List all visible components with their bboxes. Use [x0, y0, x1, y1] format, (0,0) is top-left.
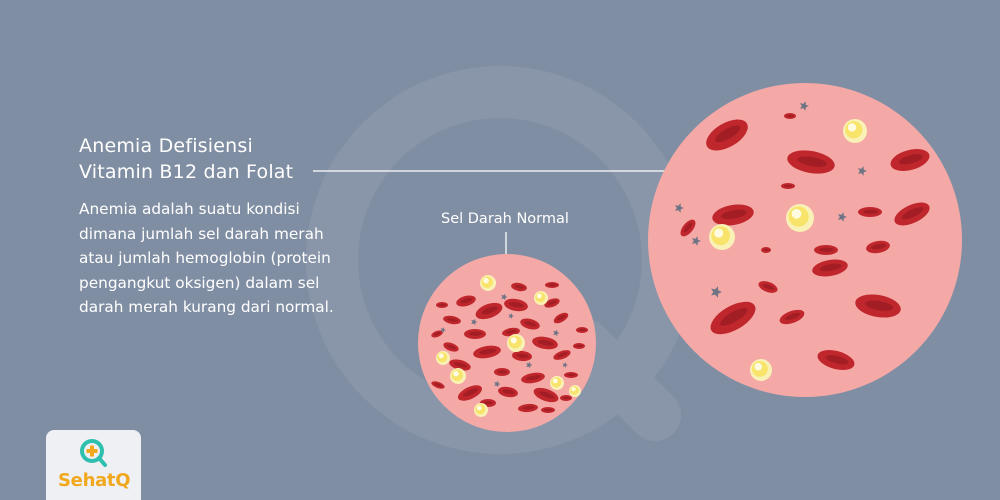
heading: Anemia Defisiensi Vitamin B12 dan Folat [79, 133, 293, 185]
brand-logo: SehatQ [46, 430, 141, 500]
red-blood-cell [894, 202, 930, 226]
red-blood-cell [533, 387, 559, 403]
red-blood-cell [781, 183, 795, 189]
platelet [501, 293, 508, 301]
platelet [675, 203, 684, 213]
white-blood-cell [709, 224, 735, 250]
heading-line-2: Vitamin B12 dan Folat [79, 161, 294, 183]
logo-text: SehatQ [58, 470, 131, 491]
red-blood-cell [544, 298, 560, 308]
red-blood-cell [545, 282, 559, 288]
red-blood-cell [512, 350, 532, 362]
red-blood-cell [475, 302, 503, 320]
red-blood-cell [817, 350, 855, 370]
red-blood-cell [712, 204, 754, 226]
red-blood-cell [431, 381, 445, 389]
red-blood-cell [560, 395, 572, 401]
red-blood-cell [855, 294, 901, 318]
platelet [494, 380, 501, 388]
red-blood-cell [680, 219, 696, 237]
red-blood-cell [784, 113, 796, 119]
red-blood-cell [706, 119, 748, 151]
red-blood-cell [866, 240, 890, 254]
red-blood-cell [443, 342, 459, 352]
platelet [858, 166, 867, 176]
red-blood-cell [576, 327, 588, 333]
white-blood-cell [843, 119, 867, 143]
white-blood-cell [474, 403, 488, 417]
red-blood-cell [504, 298, 528, 312]
normal-cell-label: Sel Darah Normal [441, 211, 569, 227]
red-blood-cell [779, 309, 805, 325]
platelet [838, 212, 847, 222]
heading-line-1: Anemia Defisiensi [79, 135, 253, 157]
platelet [471, 318, 478, 326]
red-blood-cell [518, 403, 538, 413]
platelet [562, 362, 568, 368]
platelet [711, 286, 722, 298]
white-blood-cell [534, 291, 548, 305]
magnifier-plus-icon [80, 439, 107, 467]
white-blood-cell [786, 204, 814, 232]
red-blood-cell [456, 295, 476, 307]
white-blood-cell [450, 368, 466, 384]
red-blood-cell [541, 407, 555, 413]
white-blood-cell [550, 376, 564, 390]
platelet [800, 101, 809, 111]
red-blood-cell [812, 259, 848, 277]
red-blood-cell [814, 245, 838, 255]
red-blood-cell [858, 207, 882, 217]
platelet [440, 327, 446, 333]
red-blood-cell [431, 330, 443, 338]
platelet [692, 236, 701, 246]
red-blood-cell [520, 318, 540, 330]
white-blood-cell [480, 275, 496, 291]
anemia-blood-sample [648, 83, 962, 397]
white-blood-cell [436, 351, 450, 365]
red-blood-cell [464, 329, 486, 339]
red-blood-cell [710, 301, 756, 335]
red-blood-cell [553, 350, 571, 360]
red-blood-cell [553, 312, 569, 324]
red-blood-cell [761, 247, 771, 253]
red-blood-cell [573, 343, 585, 349]
red-blood-cell [532, 336, 558, 350]
red-blood-cell [457, 385, 483, 401]
red-blood-cell [521, 372, 545, 384]
normal-blood-sample [418, 254, 596, 432]
white-blood-cell [750, 359, 772, 381]
red-blood-cell [498, 386, 518, 398]
platelet [553, 329, 560, 337]
description-text: Anemia adalah suatu kondisi dimana jumla… [79, 200, 334, 316]
white-blood-cell [569, 385, 581, 397]
red-blood-cell [449, 359, 471, 371]
red-blood-cell [473, 345, 501, 359]
red-blood-cell [443, 315, 461, 325]
red-blood-cell [787, 150, 835, 174]
red-blood-cell [494, 368, 510, 376]
red-blood-cell [511, 282, 527, 292]
platelet [526, 361, 533, 369]
platelet [508, 313, 514, 319]
red-blood-cell [890, 149, 930, 171]
red-blood-cell [436, 302, 448, 308]
red-blood-cell [758, 281, 778, 293]
red-blood-cell [564, 372, 578, 378]
white-blood-cell [507, 334, 525, 352]
